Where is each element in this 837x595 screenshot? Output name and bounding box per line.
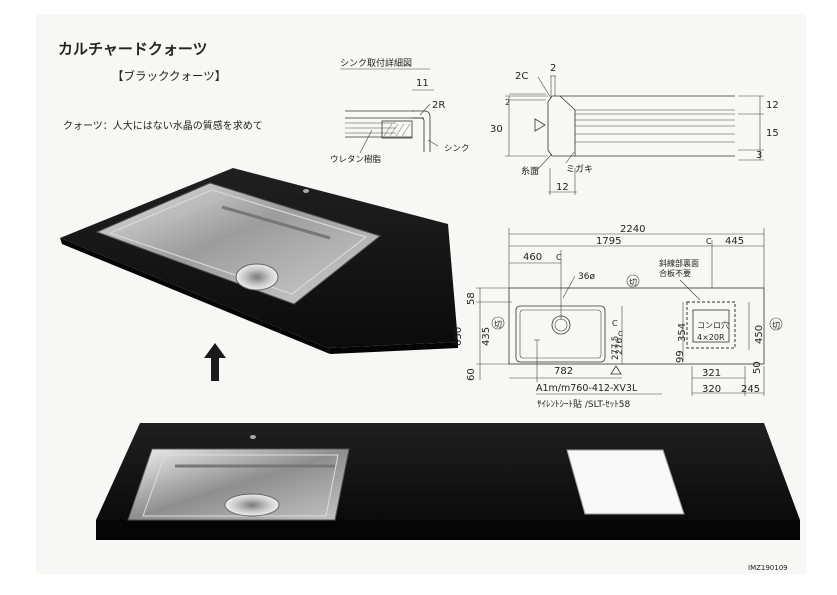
dim-2r: 2R xyxy=(432,100,445,111)
dim-2-top: 2 xyxy=(550,63,556,74)
dim-245: 245 xyxy=(741,384,760,395)
countertop-outline xyxy=(508,287,765,365)
cooktop-cutout xyxy=(566,449,685,515)
dim-650: 650 xyxy=(453,327,464,346)
plan-view-drawing: 2240 1795 C 445 460 C 36ø 切 斜線部裏面 合板不要 5… xyxy=(453,224,783,410)
dim-2-side: 2 xyxy=(505,98,510,107)
page-title: カルチャードクォーツ xyxy=(58,40,208,58)
sealant-label: ｻｲﾚﾝﾄｼｰﾄ貼 /SLT-ｾｯﾄ58 xyxy=(537,398,631,410)
sink-cutout-inner xyxy=(519,309,602,359)
plan-c4: C xyxy=(618,330,623,338)
note-line2: 合板不要 xyxy=(659,268,691,278)
dim-276: 276 xyxy=(615,338,625,355)
dim-782: 782 xyxy=(554,366,573,377)
drain-strainer xyxy=(235,263,279,291)
document-code: IMZ190109 xyxy=(748,564,788,572)
sink-mount-detail: シンク取付詳細図 11 2R ウレタン樹脂 シンク xyxy=(330,57,470,165)
drain-strainer-front xyxy=(224,493,280,517)
dim-450: 450 xyxy=(754,325,765,344)
cooktop-cutout-plan xyxy=(692,309,730,343)
dim-15: 15 xyxy=(766,128,779,139)
arrow-up-icon xyxy=(204,343,226,381)
dim-321: 321 xyxy=(702,368,721,379)
label-sink: シンク xyxy=(444,144,470,154)
countertop-photo-angled xyxy=(60,168,458,354)
sink-detail-title: シンク取付詳細図 xyxy=(340,57,412,69)
countertop-edge-right xyxy=(328,342,458,354)
dim-435: 435 xyxy=(481,327,492,346)
dim-1795: 1795 xyxy=(596,236,621,247)
dim-3: 3 xyxy=(756,150,762,161)
plan-c3: C xyxy=(612,319,618,328)
dim-12-right: 12 xyxy=(766,100,779,111)
dim-12-bottom: 12 xyxy=(556,182,569,193)
faucet-hole-front xyxy=(250,435,256,439)
triangle-mark xyxy=(610,365,622,375)
edge-profile-detail: 2 2C 2 30 12 15 3 糸面 ミガキ xyxy=(490,63,779,195)
countertop-edge xyxy=(60,238,330,354)
dim-50: 50 xyxy=(752,361,763,374)
dim-30: 30 xyxy=(490,124,503,135)
label-itomen: 糸面 xyxy=(521,165,539,177)
label-urethane: ウレタン樹脂 xyxy=(330,154,382,165)
dim-2c: 2C xyxy=(515,71,528,82)
page-subtitle: 【ブラッククォーツ】 xyxy=(112,69,226,83)
dim-11: 11 xyxy=(416,78,429,89)
cut-mark-right: 切 xyxy=(772,321,780,330)
countertop-photo-front xyxy=(96,423,800,540)
countertop-long-edge xyxy=(96,520,800,540)
faucet-hole xyxy=(303,189,309,193)
plan-c1: C xyxy=(706,237,712,246)
sink-inner-rim-front xyxy=(142,454,339,517)
sink-inner-rim xyxy=(108,189,368,295)
sink-rack-rail xyxy=(221,205,331,240)
dim-2240: 2240 xyxy=(620,224,645,235)
dim-36: 36ø xyxy=(578,272,595,282)
cooktop-cutout-hatch xyxy=(686,301,736,349)
sink-cutout xyxy=(515,305,606,363)
plan-c2: C xyxy=(556,253,562,262)
faucet-hole-plan xyxy=(551,315,571,335)
dim-277-5: 277.5 xyxy=(611,336,621,360)
konro-line1: コンロ穴 xyxy=(697,320,729,330)
dim-320: 320 xyxy=(702,384,721,395)
sink-wall-shade xyxy=(165,191,232,218)
cut-mark-top: 切 xyxy=(629,278,637,287)
dim-460: 460 xyxy=(523,252,542,263)
dim-60: 60 xyxy=(466,368,477,381)
dim-99: 99 xyxy=(675,350,686,363)
label-migaki: ミガキ xyxy=(566,164,593,175)
note-line1: 斜線部裏面 xyxy=(659,258,699,268)
dim-354: 354 xyxy=(677,323,688,342)
dim-445: 445 xyxy=(725,236,744,247)
konro-line2: 4×20R xyxy=(697,333,725,342)
cut-mark-left: 切 xyxy=(494,320,502,329)
tagline: クォーツ：人大にはない水晶の質感を求めて xyxy=(63,119,263,132)
model-label: A1m/m760-412-XV3L xyxy=(536,383,638,394)
dim-58: 58 xyxy=(466,292,477,305)
